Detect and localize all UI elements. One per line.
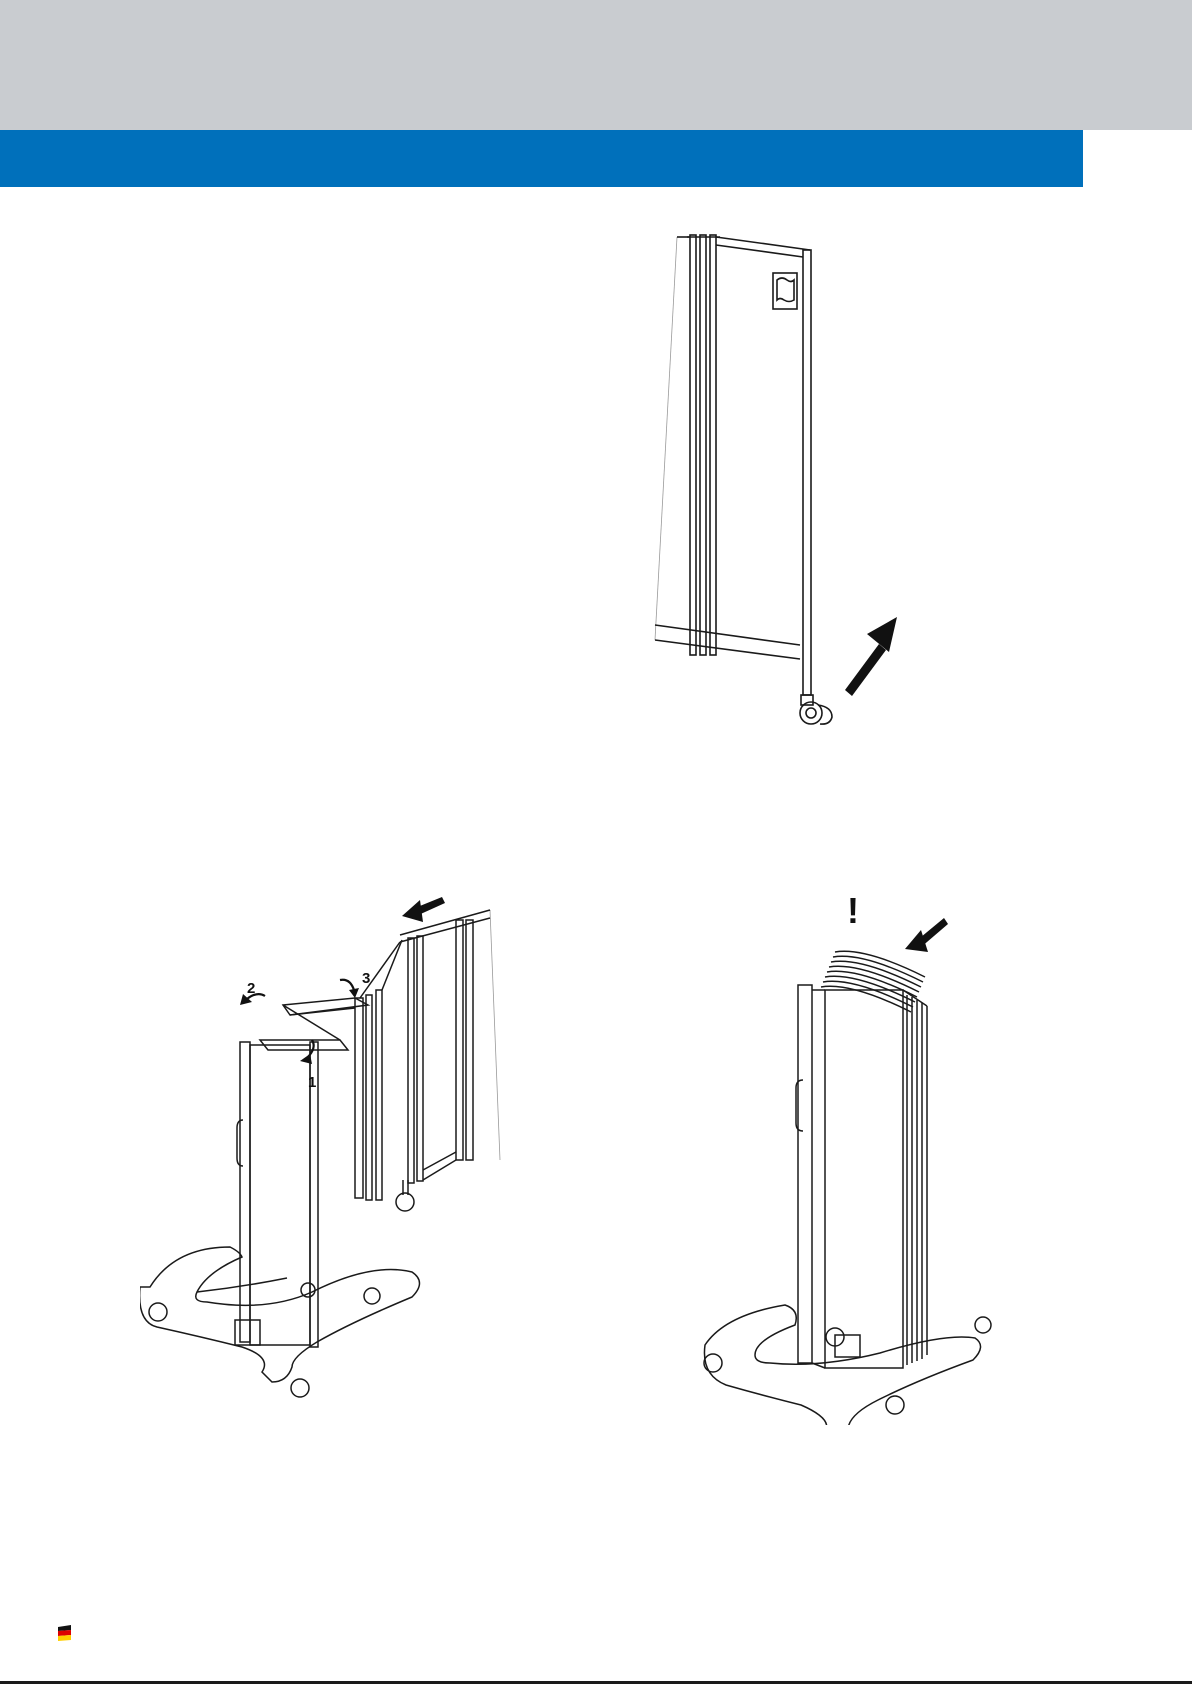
header-blue-bar [0,130,1083,187]
figure-folding-steps: 1 2 3 [140,880,510,1425]
warning-mark: ! [847,890,859,931]
header-gray-band [0,0,1192,130]
step-3-label: 3 [362,970,370,987]
step-2-label: 2 [247,980,255,997]
germany-flag-icon [56,1624,73,1642]
step-1-label: 1 [308,1074,316,1091]
panel-lift-drawing [640,225,970,735]
figure-panel-lift [640,225,970,735]
folding-steps-drawing: 1 2 3 [140,880,510,1425]
figure-folded-stack: ! [695,885,1000,1425]
footer-rule [0,1681,1192,1684]
folded-stack-drawing: ! [695,885,1000,1425]
